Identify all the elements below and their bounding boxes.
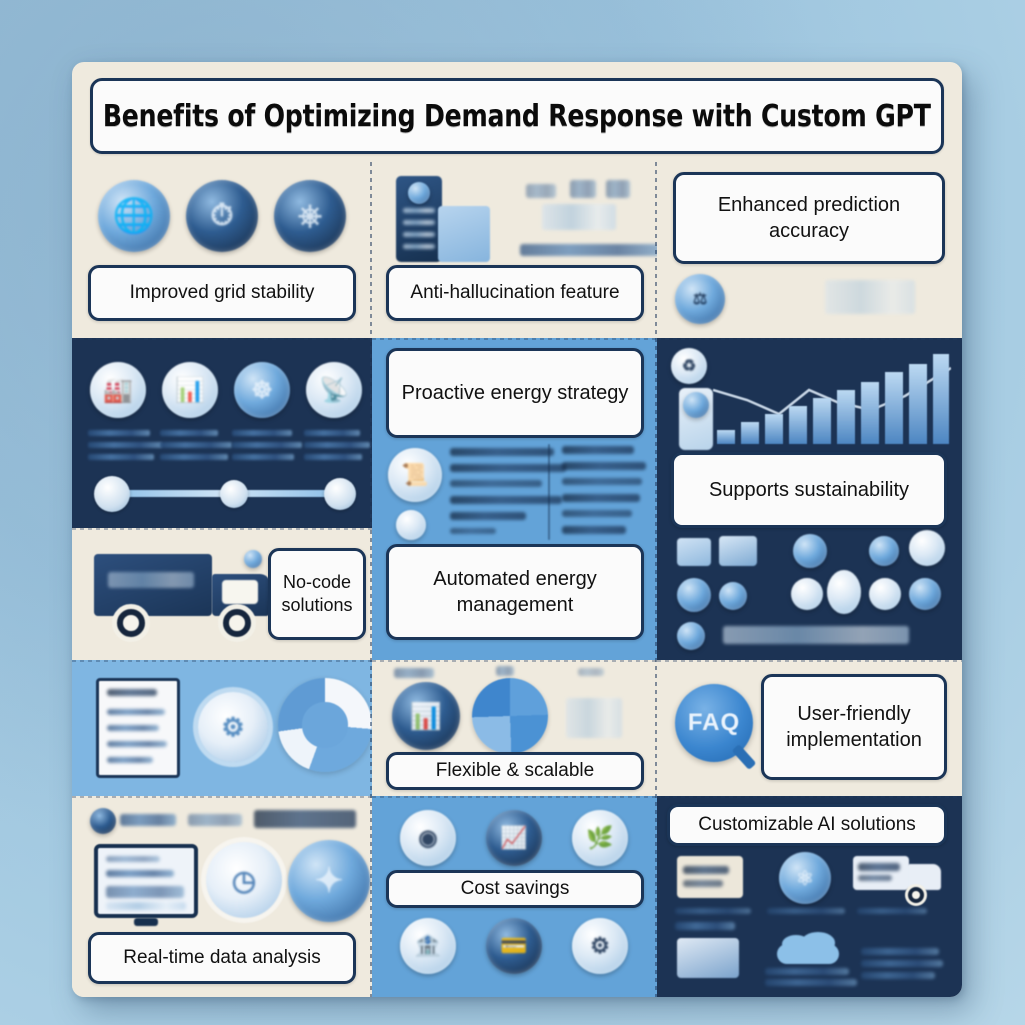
timeline-node (324, 478, 356, 510)
infographic-poster: Benefits of Optimizing Demand Response w… (72, 62, 962, 997)
truck-badge-icon (244, 550, 262, 568)
shield-icon (869, 578, 901, 610)
label-automated-energy-management[interactable]: Automated energy management (386, 544, 644, 640)
compass-icon: ✦ (288, 840, 370, 922)
card-icon (677, 856, 743, 898)
clock-icon (677, 622, 705, 650)
grid-column-left: 🌐 ⏱ ⎈ Improved grid stability 🏭 📊 ☸ (72, 162, 372, 997)
label-real-time-data-analysis[interactable]: Real-time data analysis (88, 932, 356, 984)
cloud-icon (777, 932, 839, 964)
grid-column-center: Anti-hallucination feature Proactive ene… (372, 162, 657, 997)
timeline-node (94, 476, 130, 512)
cell-dashboard-row[interactable]: ⚙ (72, 660, 372, 796)
bank-icon: 🏦 (400, 918, 456, 974)
cell-improved-grid-stability[interactable]: 🌐 ⏱ ⎈ Improved grid stability (72, 162, 372, 338)
leaf-icon: 🌿 (572, 810, 628, 866)
drop-icon (719, 582, 747, 610)
label-customizable-ai-solutions[interactable]: Customizable AI solutions (667, 804, 947, 846)
badge-icon: ⚖ (675, 274, 725, 324)
label-supports-sustainability[interactable]: Supports sustainability (671, 452, 947, 528)
chart-icon: 📈 (486, 810, 542, 866)
cell-no-code-solutions[interactable]: No-code solutions (72, 528, 372, 660)
cell-supports-sustainability[interactable]: ♻ Supports sustainab (657, 338, 962, 660)
label-proactive-energy-strategy[interactable]: Proactive energy strategy (386, 348, 644, 438)
bolt-icon (793, 534, 827, 568)
cell-real-time-data-analysis[interactable]: ◷ ✦ Real-time data analysis (72, 796, 372, 997)
label-enhanced-prediction-accuracy[interactable]: Enhanced prediction accuracy (673, 172, 945, 264)
document-compare-icon: 📜 (388, 448, 442, 502)
label-improved-grid-stability[interactable]: Improved grid stability (88, 265, 356, 321)
recycle-icon: ♻ (671, 348, 707, 384)
search-icon (677, 578, 711, 612)
small-badge-icon (396, 510, 426, 540)
globe-grid-icon: 🌐 (98, 180, 170, 252)
cell-process-icons-row[interactable]: 🏭 📊 ☸ 📡 (72, 338, 372, 528)
power-cycle-icon: ⎈ (274, 180, 346, 252)
cell-user-friendly-implementation[interactable]: FAQ User-friendly implementation (657, 660, 962, 796)
pie-chart-icon (472, 678, 548, 754)
dark-circle-icon: 📊 (392, 682, 460, 750)
label-flexible-scalable[interactable]: Flexible & scalable (386, 752, 644, 790)
faq-badge-text: FAQ (687, 709, 741, 736)
cell-flexible-scalable[interactable]: 📊 Flexible & scalable (372, 660, 657, 796)
ai-node-icon: ⚛ (779, 852, 831, 904)
coin-icon: ◉ (400, 810, 456, 866)
cell-cost-savings[interactable]: ◉ 📈 🌿 Cost savings 🏦 💳 ⚙ (372, 796, 657, 997)
label-user-friendly-implementation[interactable]: User-friendly implementation (761, 674, 947, 780)
monitor-icon (94, 844, 198, 918)
benefits-grid: 🌐 ⏱ ⎈ Improved grid stability 🏭 📊 ☸ (72, 162, 962, 997)
faq-magnifier-icon: FAQ (675, 684, 753, 762)
truck-wheel (112, 604, 150, 642)
analytics-icon: 📊 (162, 362, 218, 418)
cell-anti-hallucination-feature[interactable]: Anti-hallucination feature (372, 162, 657, 338)
cell-proactive-energy-strategy[interactable]: Proactive energy strategy 📜 (372, 338, 657, 660)
poster-title-box: Benefits of Optimizing Demand Response w… (90, 78, 944, 154)
target-icon (869, 536, 899, 566)
wallet-icon: 💳 (486, 918, 542, 974)
gear-icon: ⚙ (572, 918, 628, 974)
gauge-meter-icon: ⏱ (186, 180, 258, 252)
pen-icon (827, 570, 861, 614)
page-title: Benefits of Optimizing Demand Response w… (103, 98, 931, 134)
gear-icon: ⚙ (198, 692, 268, 762)
money-icon (791, 578, 823, 610)
globe-icon (909, 578, 941, 610)
screen-icon (677, 938, 739, 978)
label-cost-savings[interactable]: Cost savings (386, 870, 644, 908)
table-icon (677, 538, 711, 566)
truck-icon (853, 856, 909, 890)
truck-wheel (218, 604, 256, 642)
checklist-document-icon (96, 678, 180, 778)
clock-gear-icon: ◷ (206, 842, 282, 918)
cell-customizable-ai-solutions[interactable]: Customizable AI solutions ⚛ (657, 796, 962, 997)
report-icon (719, 536, 757, 566)
header-bullet-icon (90, 808, 116, 834)
network-icon: ☸ (234, 362, 290, 418)
leaf-icon (909, 530, 945, 566)
factory-icon: 🏭 (90, 362, 146, 418)
label-no-code-solutions[interactable]: No-code solutions (268, 548, 366, 640)
title-region: Benefits of Optimizing Demand Response w… (72, 62, 962, 162)
donut-chart-icon (278, 678, 372, 772)
timeline-node (220, 480, 248, 508)
cell-enhanced-prediction-accuracy[interactable]: Enhanced prediction accuracy ⚖ (657, 162, 962, 338)
signal-icon: 📡 (306, 362, 362, 418)
label-anti-hallucination-feature[interactable]: Anti-hallucination feature (386, 265, 644, 321)
grid-column-right: Enhanced prediction accuracy ⚖ ♻ (657, 162, 962, 997)
